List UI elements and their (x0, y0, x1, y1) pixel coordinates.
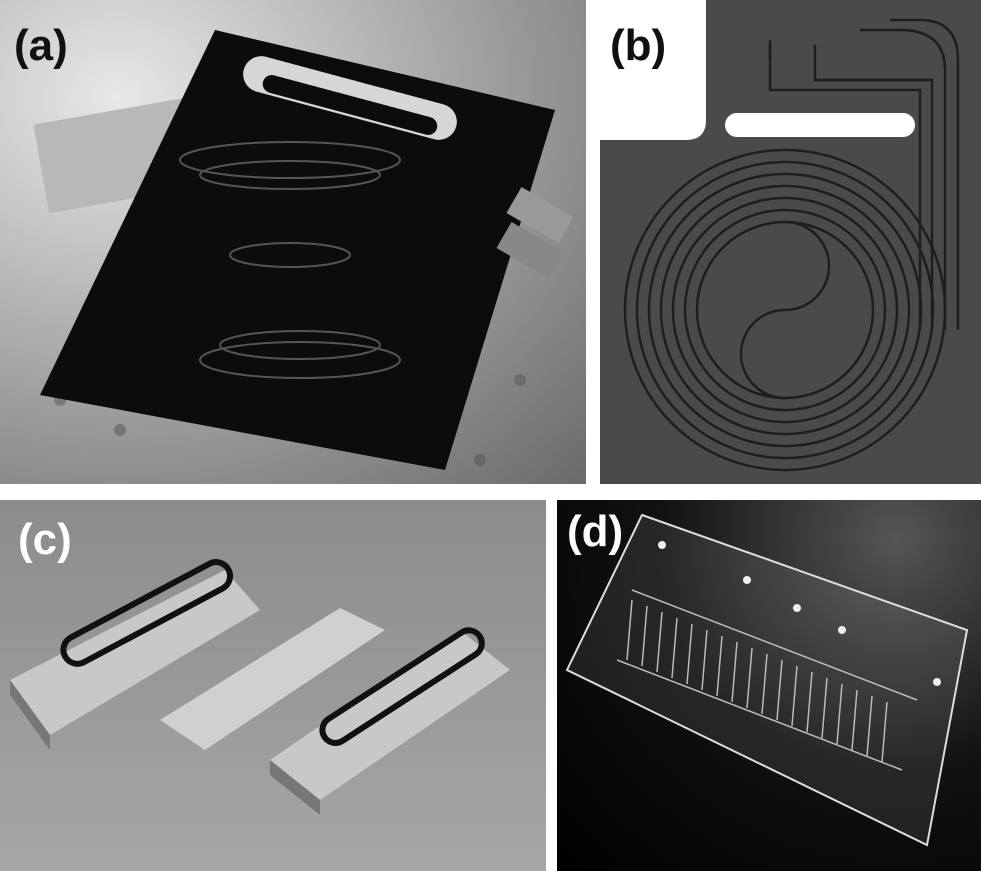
panel-d-chip-drawing (565, 513, 969, 847)
panel-b-photo: (b) (600, 0, 981, 484)
panel-a-label: (a) (14, 21, 68, 70)
panel-c-photo: (c) (0, 500, 546, 871)
panel-c-plates-drawing (10, 559, 510, 815)
panel-b-spiral-channel-drawing (600, 0, 960, 472)
panel-d-label: (d) (567, 507, 624, 556)
panel-a-device-drawing (33, 30, 574, 470)
panel-a-photo: (a) (0, 0, 586, 484)
panel-b-label: (b) (610, 21, 667, 70)
panel-d-photo: (d) (557, 500, 981, 871)
panel-c-label: (c) (18, 515, 72, 564)
